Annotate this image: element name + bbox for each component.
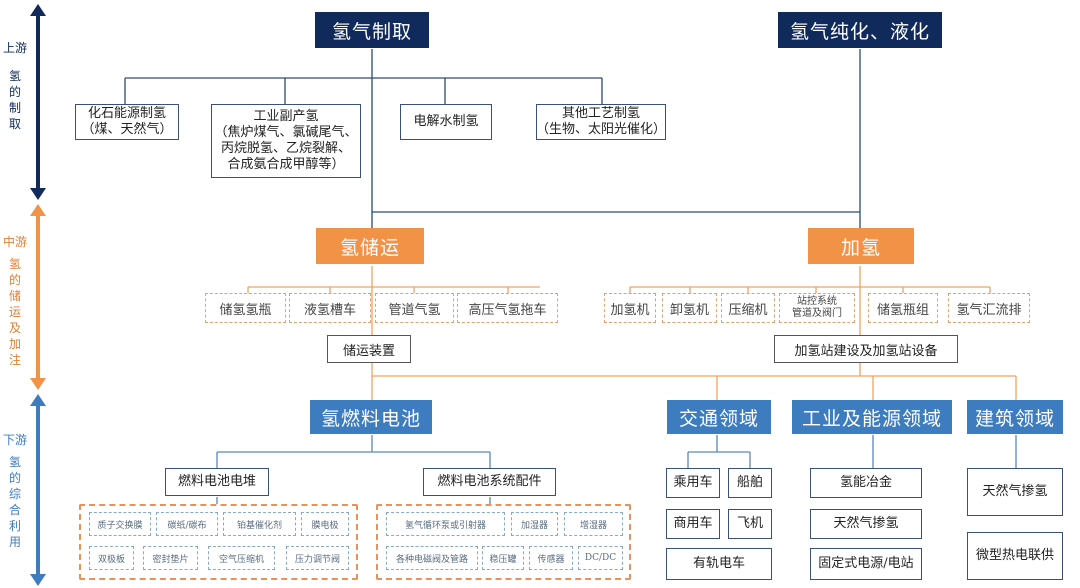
side-char: 合 (8, 503, 21, 517)
side-char: 氢 (8, 69, 21, 83)
industry-item: 天然气掺氢 (810, 509, 922, 539)
header-fuel-cell: 氢燃料电池 (310, 400, 432, 434)
source-industrial: 工业副产氢 （焦炉煤气、氯碱尾气、 丙烷脱氢、乙烷裂解、 合成氨合成甲醇等） (211, 104, 361, 178)
refuel-item: 卸氢机 (662, 293, 717, 323)
side-char: 的 (8, 273, 21, 287)
system-part: 增湿器 (564, 512, 623, 536)
header-industry: 工业及能源领域 (792, 400, 952, 434)
system-part: DC/DC (578, 546, 623, 570)
stack-part: 碳纸/碳布 (156, 512, 218, 536)
stack-title: 燃料电池电堆 (165, 468, 269, 496)
source-line: 丙烷脱氢、乙烷裂解、 (220, 141, 351, 156)
side-char: 综 (8, 487, 21, 501)
system-part: 加湿器 (511, 512, 558, 536)
refuel-item: 压缩机 (721, 293, 775, 323)
refuel-item-label: 储氢瓶组 (876, 302, 929, 318)
side-char: 利 (8, 519, 21, 533)
system-parts-group (376, 504, 631, 580)
transport-item: 有轨电车 (666, 548, 772, 580)
system-part: 稳压罐 (482, 546, 524, 570)
side-char: 取 (8, 117, 21, 131)
side-char: 的 (8, 471, 21, 485)
header-production: 氢气制取 (315, 12, 429, 48)
refuel-item-label: 管道及阀门 (792, 308, 842, 319)
system-title: 燃料电池系统配件 (423, 468, 556, 496)
transport-item: 船舶 (728, 468, 772, 498)
side-char: 的 (8, 85, 21, 99)
side-char: 氢 (8, 455, 21, 469)
source-line: 合成氨合成甲醇等） (227, 157, 345, 172)
refuel-item-label: 氢气汇流排 (956, 302, 1022, 318)
header-purification: 氢气纯化、液化 (778, 12, 942, 48)
header-refuel: 加氢 (808, 228, 914, 264)
refuel-item-label: 加氢机 (610, 302, 650, 318)
refuel-item-label: 压缩机 (728, 302, 768, 318)
industry-item: 氢能冶金 (810, 468, 922, 498)
source-line: （煤、天然气） (81, 122, 173, 137)
industry-item: 固定式电源/电站 (810, 548, 922, 580)
side-char: 储 (8, 289, 21, 303)
side-arrows (30, 4, 46, 586)
source-line: 化石能源制氢 (87, 106, 166, 121)
storage-item: 高压气氢拖车 (457, 293, 558, 323)
source-line: 其他工艺制氢 (561, 106, 640, 121)
upstream-title: 上游 (3, 41, 28, 55)
stack-parts-group (79, 504, 358, 580)
building-item: 微型热电联供 (967, 532, 1063, 580)
refuel-item: 储氢瓶组 (868, 293, 938, 323)
refuel-equipment: 加氢站建设及加氢站设备 (774, 335, 958, 363)
refuel-item-label: 卸氢机 (669, 302, 709, 318)
side-char: 用 (8, 535, 21, 549)
stack-part: 密封垫片 (143, 546, 198, 570)
header-transport: 交通领域 (667, 400, 771, 434)
building-item: 天然气掺氢 (967, 468, 1063, 516)
side-char: 及 (8, 321, 21, 335)
source-line: （生物、太阳光催化） (536, 122, 667, 137)
side-char: 加 (8, 337, 21, 351)
storage-item: 管道气氢 (375, 293, 454, 323)
side-label-midstream: 中游 氢 的 储 运 及 加 注 (3, 234, 28, 368)
side-char: 制 (8, 101, 21, 115)
refuel-item: 氢气汇流排 (948, 293, 1030, 323)
system-part: 氢气循环泵或引射器 (386, 512, 505, 536)
stack-part: 质子交换膜 (89, 512, 151, 536)
header-building: 建筑领域 (967, 400, 1063, 434)
transport-item: 乘用车 (666, 468, 720, 498)
side-char: 注 (8, 353, 21, 367)
side-char: 氢 (8, 257, 21, 271)
refuel-item-label: 站控系统 (797, 296, 837, 307)
storage-item: 储氢氢瓶 (205, 293, 286, 323)
source-line: （焦炉煤气、氯碱尾气、 (214, 125, 358, 140)
stack-part: 膜电极 (301, 512, 349, 536)
source-other: 其他工艺制氢 （生物、太阳光催化） (536, 104, 666, 140)
storage-equipment: 储运装置 (327, 335, 411, 363)
stack-part: 压力调节阀 (286, 546, 349, 570)
stack-part: 铂基催化剂 (223, 512, 296, 536)
system-part: 各种电磁阀及管路 (386, 546, 478, 570)
system-part: 传感器 (529, 546, 573, 570)
side-label-downstream: 下游 氢 的 综 合 利 用 (3, 432, 28, 550)
downstream-title: 下游 (3, 433, 28, 447)
source-fossil: 化石能源制氢 （煤、天然气） (75, 104, 179, 140)
source-electrolysis: 电解水制氢 (400, 104, 492, 140)
source-line: 工业副产氢 (253, 109, 319, 124)
stack-part: 空气压缩机 (208, 546, 275, 570)
refuel-item: 加氢机 (604, 293, 656, 323)
stack-part: 双极板 (89, 546, 134, 570)
transport-item: 商用车 (666, 509, 720, 539)
header-storage: 氢储运 (316, 228, 424, 264)
side-label-upstream: 上游 氢 的 制 取 (3, 40, 28, 132)
transport-item: 飞机 (728, 509, 772, 539)
midstream-title: 中游 (3, 235, 28, 249)
side-char: 运 (8, 305, 21, 319)
source-line: 电解水制氢 (413, 114, 479, 129)
refuel-item: 站控系统 管道及阀门 (779, 293, 855, 323)
storage-item: 液氢槽车 (289, 293, 371, 323)
